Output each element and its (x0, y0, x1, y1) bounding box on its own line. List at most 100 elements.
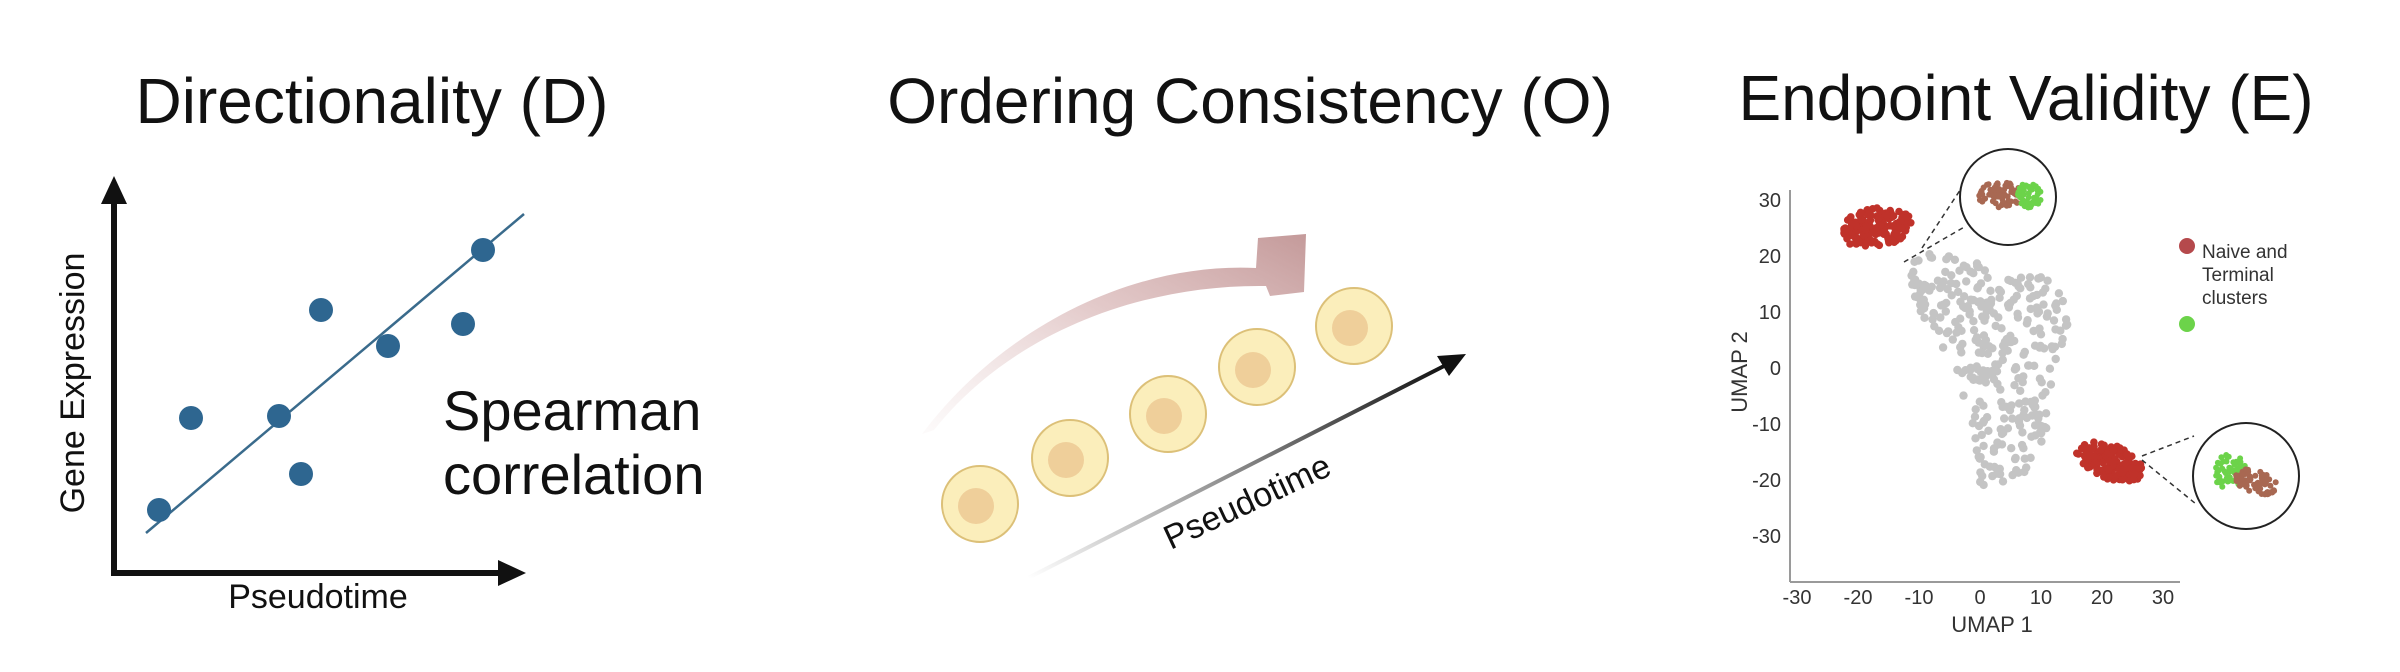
cell-point (2220, 458, 2226, 465)
cell-point (2031, 431, 2040, 440)
cell-point (2121, 459, 2130, 468)
cell-point (2003, 179, 2010, 186)
cell-point (2005, 406, 2015, 415)
cell-point (2058, 334, 2067, 344)
cell-point (1979, 191, 1986, 198)
cell-point (2264, 491, 2271, 498)
cell-point (2021, 203, 2028, 210)
cell-icon (1031, 419, 1109, 497)
cell-point (1976, 452, 1985, 462)
cell-point (2032, 183, 2039, 190)
cell-point (2020, 454, 2030, 463)
cell-point (1930, 322, 1939, 331)
cell-point (2036, 330, 2046, 339)
umap-x-tick-label: 30 (2152, 587, 2174, 609)
cell-point (2027, 204, 2034, 211)
cell-point (1840, 227, 1849, 235)
cell-point (2006, 331, 2015, 340)
cell-point (1883, 211, 1891, 220)
cell-point (1873, 240, 1882, 248)
cell-icon (1315, 287, 1393, 365)
zoom-guide-line (2141, 435, 2195, 457)
directionality-title: Directionality (D) (136, 65, 609, 137)
cell-point (1944, 327, 1953, 336)
cell-point (2030, 403, 2039, 412)
cell-point (1958, 368, 1967, 378)
cell-point (1948, 335, 1958, 344)
umap-x-tick-label: 10 (2030, 587, 2052, 609)
cell-point (2258, 491, 2265, 497)
cell-point (2010, 454, 2020, 464)
cell-point (2027, 186, 2034, 193)
directionality-x-label: Pseudotime (228, 578, 408, 616)
cell-point (1957, 348, 1966, 357)
cell-point (1941, 267, 1950, 277)
cell-point (2118, 468, 2127, 477)
cell-point (1971, 434, 1980, 443)
cell-point (1977, 348, 1987, 358)
cell-point (1976, 297, 1985, 306)
umap-y-tick-label: -10 (1752, 414, 1781, 436)
cell-point (2227, 465, 2234, 472)
cell-point (2263, 479, 2269, 486)
cell-point (2272, 479, 2279, 486)
cell-point (2105, 473, 2113, 481)
cell-point (1969, 269, 1978, 278)
cell-point (2046, 380, 2056, 389)
zoom-guide-line (2141, 459, 2197, 505)
umap-y-tick-label: 10 (1759, 302, 1781, 324)
cell-point (1992, 469, 2002, 478)
directionality-y-label: Gene Expression (54, 253, 92, 514)
data-point (471, 238, 495, 262)
umap-x-tick-label: -30 (1783, 587, 1812, 609)
cell-point (1972, 446, 1982, 455)
cell-point (2109, 446, 2118, 455)
cell-point (1969, 326, 1979, 335)
ordering-panel: Ordering Consistency (O) (887, 65, 1613, 580)
cell-point (1866, 236, 1875, 244)
progression-curved-arrow (922, 234, 1306, 434)
cell-point (2130, 475, 2138, 484)
cell-point (2020, 467, 2029, 477)
umap-x-tick-label: -20 (1844, 587, 1873, 609)
umap-legend: Naive and Terminal clusters (2179, 238, 2288, 332)
cell-point (1993, 438, 2002, 447)
cell-point (1920, 300, 1930, 309)
cell-point (1907, 219, 1915, 227)
cell-point (2025, 294, 2035, 303)
cell-point (1970, 412, 1980, 421)
cell-point (2223, 474, 2230, 481)
cell-point (2023, 316, 2032, 325)
cell-point (1956, 314, 1965, 323)
cell-point (2016, 386, 2025, 395)
cell-point (1914, 256, 1923, 265)
umap-x-tick-label: -10 (1905, 587, 1934, 609)
cell-point (1915, 294, 1925, 304)
cell-point (2024, 361, 2034, 370)
data-point (179, 406, 203, 430)
cell-point (2003, 202, 2010, 209)
cell-point (1986, 286, 1995, 295)
cell-point (2021, 397, 2030, 406)
cell-point (1936, 301, 1946, 310)
zoom-guide-line (1903, 225, 1967, 263)
cell-point (2009, 295, 2018, 304)
cell-point (2026, 283, 2035, 292)
cell-point (2058, 296, 2067, 306)
cell-point (2030, 396, 2040, 405)
cell-point (2051, 354, 2060, 364)
cell-point (2231, 461, 2238, 468)
cell-point (2035, 421, 2044, 430)
cell-point (1958, 339, 1967, 349)
cell-point (2088, 444, 2096, 453)
cell-point (2221, 468, 2228, 475)
cell-point (2016, 284, 2025, 293)
inset-bottom-cells (2213, 452, 2279, 498)
cell-point (2245, 477, 2252, 484)
cell-point (1991, 192, 1998, 199)
umap-y-tick-label: 30 (1759, 190, 1781, 212)
cell-point (2073, 449, 2081, 458)
cell-point (1979, 416, 1989, 426)
